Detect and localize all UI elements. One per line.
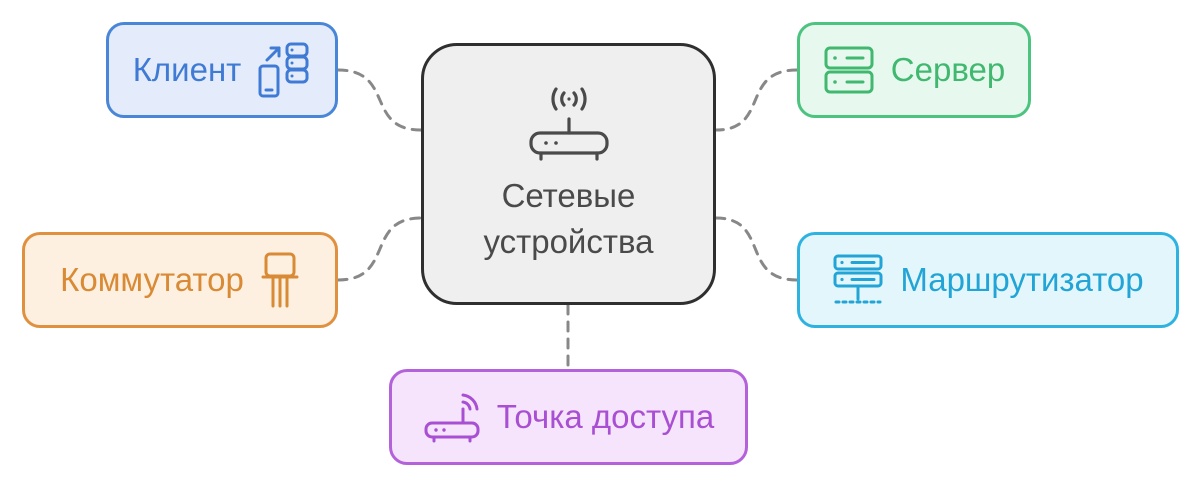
- center-title-line-2: устройства: [483, 223, 654, 260]
- connector-switch: [336, 216, 423, 282]
- center-node-network-devices[interactable]: Сетевые устройства: [421, 43, 716, 305]
- connector-client: [336, 68, 423, 132]
- connector-server: [714, 68, 799, 132]
- node-switch-label: Коммутатор: [60, 261, 244, 298]
- center-title: Сетевые устройства: [483, 173, 653, 265]
- network-server-icon: [833, 254, 883, 304]
- node-server-label: Сервер: [890, 51, 1006, 88]
- node-switch[interactable]: Коммутатор: [22, 232, 338, 328]
- node-client[interactable]: Клиент: [106, 22, 338, 118]
- node-access-point[interactable]: Точка доступа: [389, 369, 748, 465]
- center-title-line-1: Сетевые: [501, 177, 636, 214]
- wifi-router-icon: [424, 393, 480, 443]
- node-server[interactable]: Сервер: [797, 22, 1031, 118]
- server-icon: [824, 46, 874, 94]
- node-access-point-label: Точка доступа: [496, 398, 715, 435]
- device-server-sync-icon: [258, 42, 309, 98]
- router-icon: [528, 87, 609, 161]
- node-router-label: Маршрутизатор: [900, 261, 1144, 298]
- node-client-label: Клиент: [132, 51, 242, 88]
- connector-router: [714, 216, 799, 282]
- transistor-icon: [261, 252, 299, 308]
- node-router[interactable]: Маршрутизатор: [797, 232, 1179, 328]
